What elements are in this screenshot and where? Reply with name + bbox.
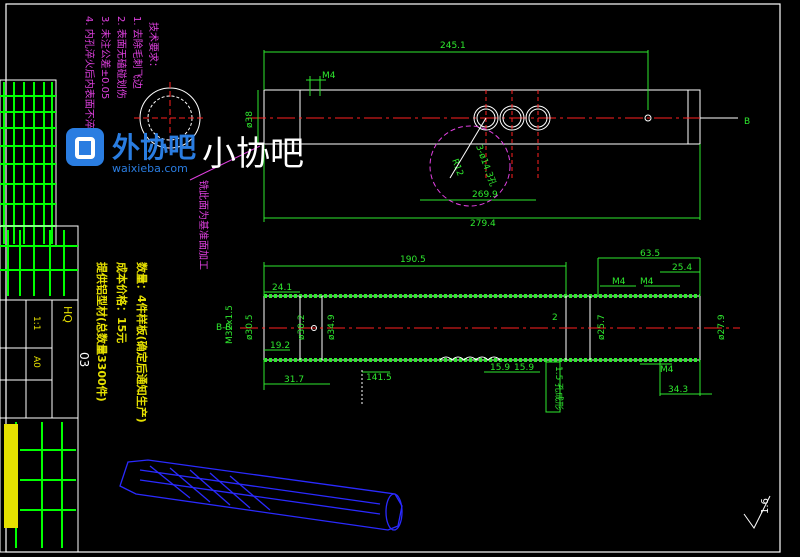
section-mark-b-top: B [744,117,750,127]
production-notes: 数量：4件样板(确定后通知生产) 成本价格：15元 提供铝型材(总数量3300件… [95,262,149,423]
slot-note: 1.5 孔成形 [553,366,565,410]
dim-279: 279.4 [470,219,496,229]
note-quantity: 数量：4件样板(确定后通知生产) [135,262,149,423]
dim-dia-38: ø38 [245,111,255,128]
dim-19-2: 19.2 [270,341,290,351]
dim-m4-c: M4 [660,365,674,375]
dim-m4-b: M4 [640,277,654,287]
dim-30-5: ø30.5 [245,314,255,340]
dim-15-9-a: 15.9 [490,363,510,373]
title-scale: 1:1 [31,316,41,330]
model-3d [119,459,403,531]
drawing-frame [5,3,781,553]
dim-15-9-b: 15.9 [514,363,534,373]
dim-27-9: ø27.9 [717,314,727,340]
dim-30-2: ø30.2 [297,314,307,340]
dim-m4-top: M4 [322,71,336,81]
dim-31-7: 31.7 [284,375,304,385]
roughness-value: 1.6 [760,498,771,514]
title-block: HQ 03 1:1 A0 [0,79,91,553]
tech-item-2: 2. 表面无磕碰划伤 [115,16,128,99]
tech-item-3: 3. 未注公差±0.05 [99,16,112,99]
dim-141-5: 141.5 [366,373,392,383]
title-sheet: A0 [31,356,41,368]
title-hq: HQ [61,306,74,323]
dim-34-3: 34.3 [668,385,688,395]
brand-suffix: 小协吧 [202,134,304,174]
tech-item-4: 4. 内孔淬火后内表面不淬 [83,16,96,129]
dim-holes: 3-ø14.3孔 [473,143,498,188]
watermark: 外协吧 小协吧 waixieba.com [66,124,328,176]
dim-34-9: ø34.9 [327,314,337,340]
dim-25-7: ø25.7 [597,314,607,340]
dim-m4-a: M4 [612,277,626,287]
brand-url: waixieba.com [112,162,188,175]
section-label: B-B [216,323,231,333]
dim-m32: M32x1.5 [225,305,235,344]
title-drawing-no: 03 [77,352,91,367]
dim-269: 269.9 [472,190,498,200]
tech-title: 技术要求： [147,22,160,72]
brand-logo-icon [66,128,104,166]
tech-item-1: 1. 去除毛刺飞边 [131,16,144,89]
dim-2: 2 [552,313,558,323]
tech-requirements: 技术要求： 1. 去除毛刺飞边 2. 表面无磕碰划伤 3. 未注公差±0.05 … [83,16,160,129]
dim-190: 190.5 [400,255,426,265]
section-view: 190.5 63.5 25.4 24.1 M4 M4 M4 M32x1.5 ø3… [216,249,740,413]
brand-name: 外协吧 [112,131,197,164]
dim-25-4: 25.4 [672,263,692,273]
leader-note: 铣此面为基准面加工 [197,180,210,270]
dim-63: 63.5 [640,249,660,259]
dim-24-1: 24.1 [272,283,292,293]
roughness-symbol: 1.6 [743,495,771,529]
dim-245: 245.1 [440,41,466,51]
end-view [134,82,206,154]
note-cost: 成本价格：15元 [115,262,129,343]
note-material: 提供铝型材(总数量3300件) [95,262,109,402]
